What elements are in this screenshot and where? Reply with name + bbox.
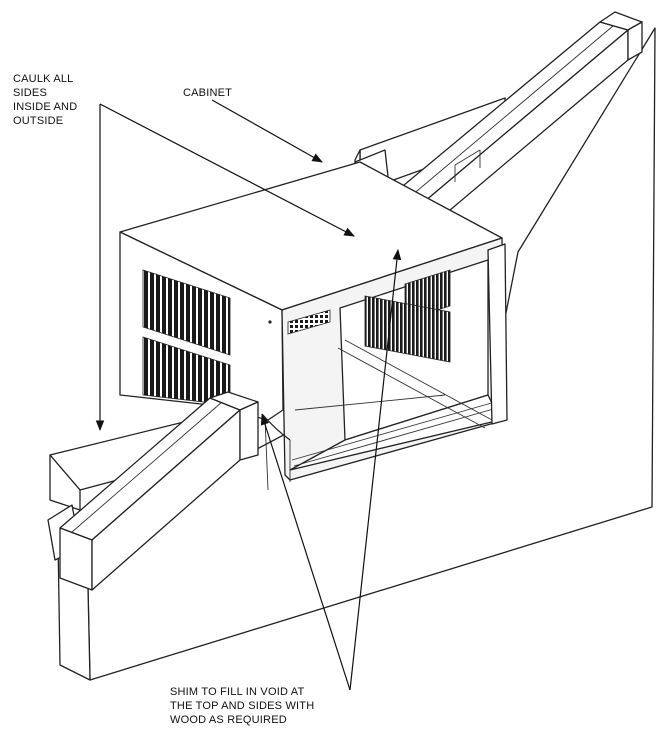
caulk-line-1: CAULK ALL	[13, 73, 74, 85]
cabinet-leader	[211, 99, 323, 163]
lower-frame-board	[47, 391, 259, 591]
shim-line-2: THE TOP AND SIDES WITH	[170, 700, 314, 712]
leader-lines	[95, 99, 402, 691]
cabinet	[119, 161, 508, 491]
vent-grille	[287, 309, 331, 335]
back-louver-lower	[364, 295, 451, 363]
caulk-leader-diagonal	[99, 103, 355, 237]
caulk-line-2: SIDES	[13, 87, 47, 99]
cabinet-callout: CABINET	[183, 87, 232, 99]
caulk-line-3: INSIDE AND	[13, 101, 77, 113]
shim-leader-left	[260, 413, 351, 691]
side-louver-upper	[142, 269, 231, 356]
shim-callout: SHIM TO FILL IN VOID AT THE TOP AND SIDE…	[170, 686, 314, 726]
shim-line-1: SHIM TO FILL IN VOID AT	[170, 686, 304, 698]
shim-line-3: WOOD AS REQUIRED	[170, 714, 287, 726]
caulk-line-4: OUTSIDE	[13, 115, 63, 127]
cabinet-label: CABINET	[183, 87, 232, 99]
shim-leader-right	[349, 248, 402, 691]
caulk-callout: CAULK ALL SIDES INSIDE AND OUTSIDE	[13, 73, 77, 127]
